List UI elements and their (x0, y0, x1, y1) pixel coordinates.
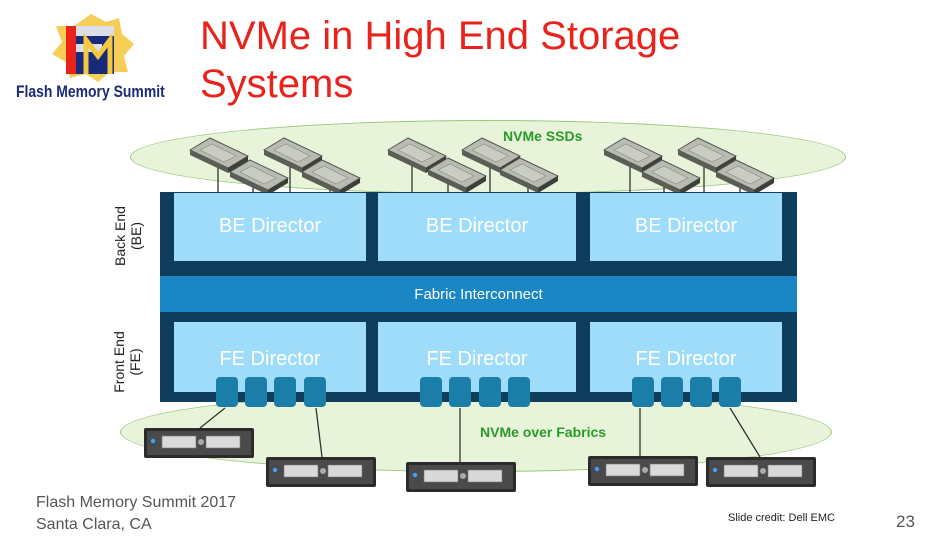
page-number: 23 (896, 512, 915, 531)
fe-port (661, 377, 683, 407)
fe-director: FE Director (174, 322, 366, 392)
title-line-2: Systems (200, 62, 354, 106)
be-director: BE Director (378, 193, 576, 261)
server-icon (265, 456, 377, 488)
fe-port (632, 377, 654, 407)
flash-memory-summit-logo (52, 14, 134, 82)
fe-port (274, 377, 296, 407)
fe-port (304, 377, 326, 407)
fe-director: FE Director (590, 322, 782, 392)
fe-port (449, 377, 471, 407)
title-line-1: NVMe in High End Storage (200, 14, 681, 58)
nvme-ssd-label: NVMe SSDs (503, 128, 583, 144)
server-icon (705, 456, 817, 488)
fe-port (719, 377, 741, 407)
nvme-fabrics-label: NVMe over Fabrics (480, 424, 607, 440)
slide-title: NVMe in High End Storage Systems (200, 12, 680, 108)
fe-port (690, 377, 712, 407)
slide-credit: Slide credit: Dell EMC (728, 512, 835, 524)
server-icon (143, 427, 255, 459)
fe-port (479, 377, 501, 407)
server-icon (405, 461, 517, 493)
fe-port (245, 377, 267, 407)
logo-text: Flash Memory Summit (16, 82, 165, 101)
fe-director: FE Director (378, 322, 576, 392)
be-director: BE Director (174, 193, 366, 261)
fe-port (508, 377, 530, 407)
event-location: Santa Clara, CA (36, 516, 152, 533)
fabric-interconnect: Fabric Interconnect (160, 276, 797, 312)
server-icon (587, 455, 699, 487)
fe-port (420, 377, 442, 407)
fe-port (216, 377, 238, 407)
be-director: BE Director (590, 193, 782, 261)
event-info: Flash Memory Summit 2017 Santa Clara, CA (36, 492, 236, 536)
event-name: Flash Memory Summit 2017 (36, 494, 237, 511)
